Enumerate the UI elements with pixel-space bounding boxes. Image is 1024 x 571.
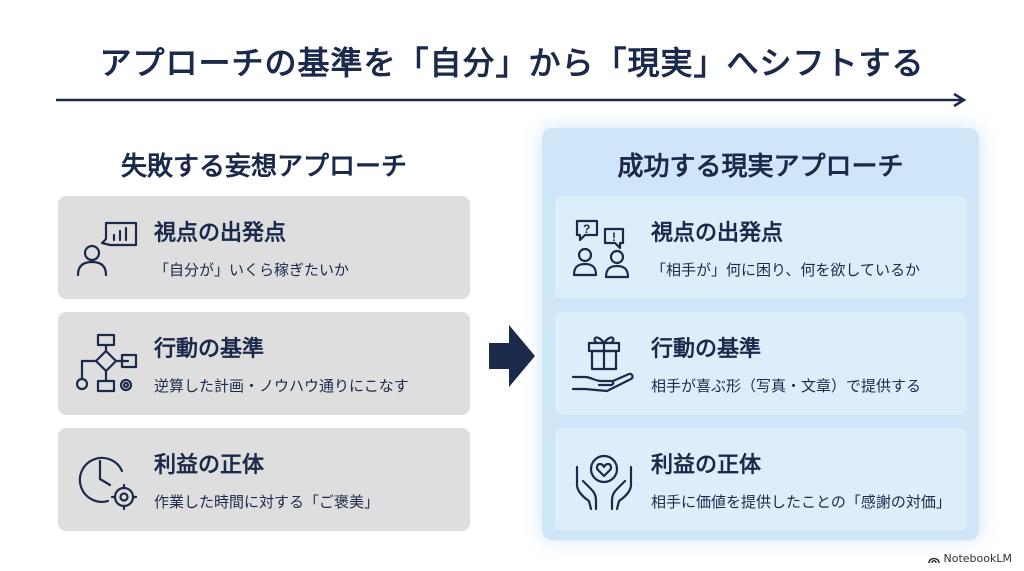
failure-card-profit: 利益の正体 作業した時間に対する「ご褒美」: [58, 428, 470, 531]
success-card-viewpoint: ? ! 視点の出発点 「相手が」何に困り、何を欲しているか: [555, 196, 967, 299]
card-title: 利益の正体: [154, 453, 265, 478]
shift-arrow-icon: [489, 325, 535, 387]
failure-card-action: 行動の基準 逆算した計画・ノウハウ通りにこなす: [58, 312, 470, 415]
failure-heading: 失敗する妄想アプローチ: [120, 152, 407, 182]
card-description: 「自分が」いくら稼ぎたいか: [154, 261, 350, 279]
gift-hand-icon: [569, 329, 639, 399]
svg-text:!: !: [612, 230, 616, 244]
card-description: 逆算した計画・ノウハウ通りにこなす: [154, 377, 409, 395]
flowchart-icon: [72, 329, 142, 399]
card-title: 利益の正体: [651, 453, 762, 478]
brand-name: NotebookLM: [943, 552, 1012, 565]
brand-watermark: NotebookLM: [927, 552, 1012, 565]
success-heading: 成功する現実アプローチ: [617, 152, 904, 182]
person-chart-icon: [72, 213, 142, 283]
card-title: 視点の出発点: [651, 221, 784, 246]
card-description: 作業した時間に対する「ご褒美」: [154, 493, 380, 511]
failure-card-viewpoint: 視点の出発点 「自分が」いくら稼ぎたいか: [58, 196, 470, 299]
page-title: アプローチの基準を「自分」から「現実」へシフトする: [99, 44, 925, 82]
svg-text:?: ?: [583, 222, 590, 236]
success-card-action: 行動の基準 相手が喜ぶ形（写真・文章）で提供する: [555, 312, 967, 415]
card-title: 行動の基準: [154, 337, 265, 362]
hands-heart-icon: [569, 445, 639, 515]
card-title: 行動の基準: [651, 337, 762, 362]
clock-gear-icon: [72, 445, 142, 515]
people-question-icon: ? !: [569, 213, 639, 283]
success-card-profit: 利益の正体 相手に価値を提供したことの「感謝の対価」: [555, 428, 967, 531]
card-description: 相手に価値を提供したことの「感謝の対価」: [651, 493, 951, 511]
card-description: 「相手が」何に困り、何を欲しているか: [651, 261, 920, 279]
title-underline-arrow: [56, 92, 967, 108]
card-title: 視点の出発点: [154, 221, 287, 246]
notebooklm-logo-icon: [927, 557, 940, 563]
card-description: 相手が喜ぶ形（写真・文章）で提供する: [651, 377, 922, 395]
